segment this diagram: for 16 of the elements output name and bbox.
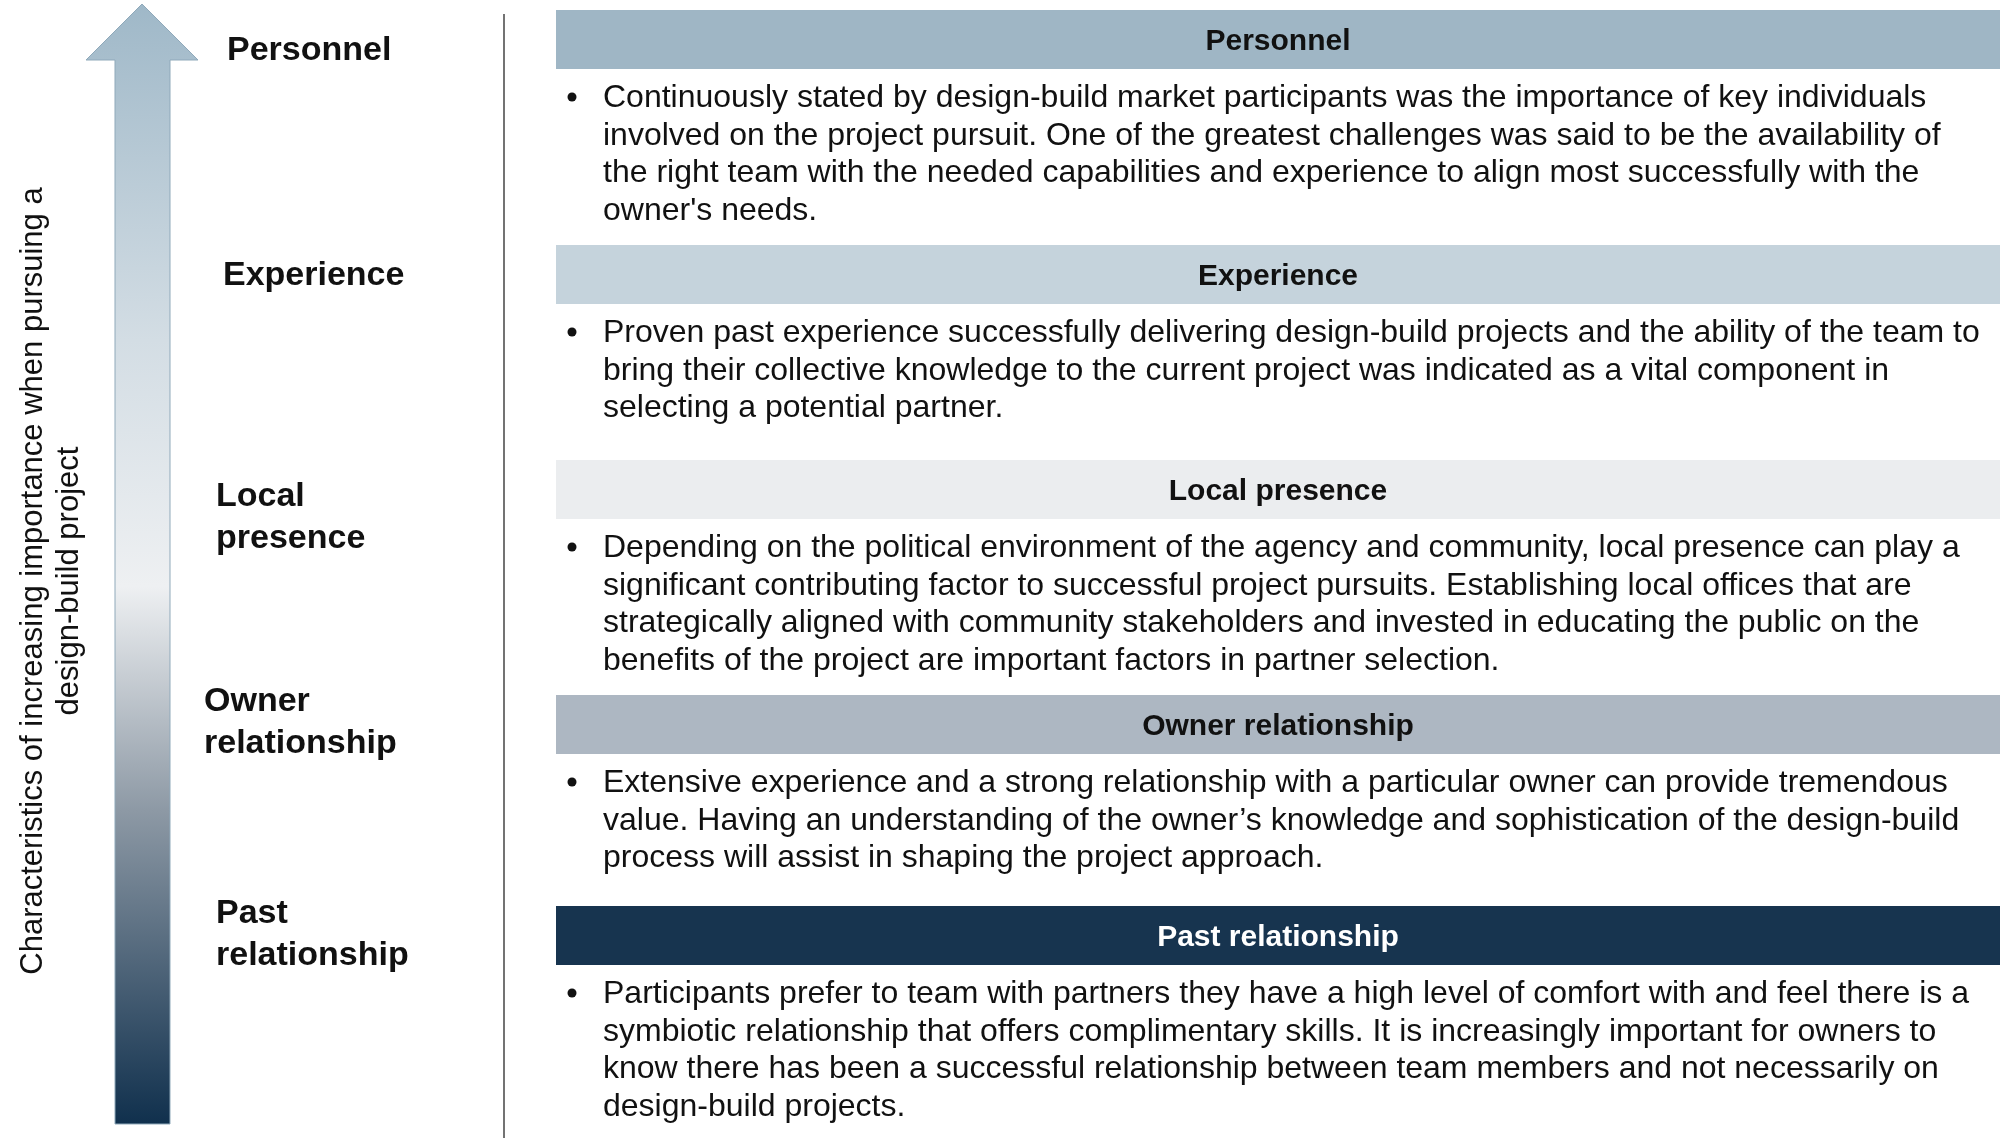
level-label: Local presence [216,474,367,557]
bullet-text: Proven past experience successfully delivering design-build projects and the ability of the team to bring their collective knowledge to the current project was indicated as a vital component in selecting a potential partner. [603,313,1981,426]
bullet-text: Depending on the political environment of the agency and community, local presence can play a significant contributing factor to successful project pursuits. Establishing local offices that are strategically aligned with community stakeholders and invested in educating the public on the benefits of the project are important factors in partner selection. [603,528,1961,678]
level-label: Past relationship [216,891,410,974]
header-band: Personnel [556,10,2000,69]
level-label: Personnel [227,28,393,69]
level-label: Owner relationship [204,679,398,762]
header-band: Experience [556,245,2000,304]
bullet-text: Continuously stated by design-build market participants was the importance of key individuals involved on the project pursuit. One of the greatest challenges was said to be the availability of the right team with the needed capabilities and experience to align most successfully with the owner's needs. [603,78,1942,228]
header-band: Owner relationship [556,695,2000,754]
header-band: Past relationship [556,906,2000,965]
header-band: Local presence [556,460,2000,519]
axis-title: Characteristics of increasing importance when pursuing a design-build project [14,186,86,977]
bullet-text: Extensive experience and a strong relationship with a particular owner can provide tremendous value. Having an understanding of the owner’s knowledge and sophistication of the design-build process will assist in shaping the project approach. [603,763,1961,876]
level-label: Experience [223,253,406,294]
bullet-text: Participants prefer to team with partners they have a high level of comfort with and feel there is a symbiotic relationship that offers complimentary skills. It is increasingly important for owners to know there has been a successful relationship between team members and not necessarily on design-build projects. [603,974,1971,1124]
